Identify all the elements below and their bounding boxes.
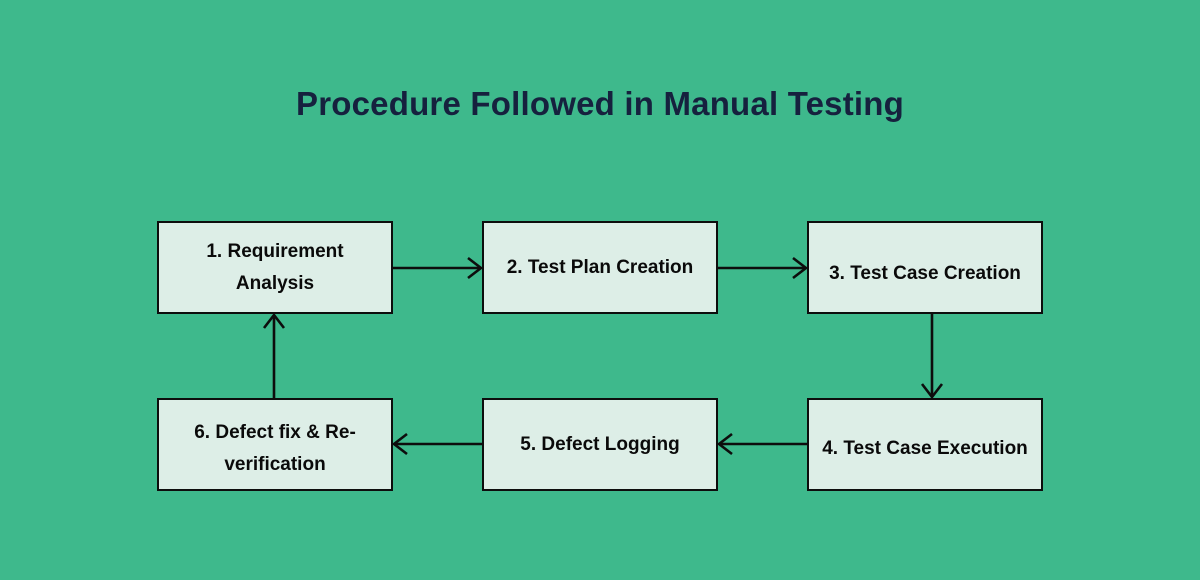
flow-node-label: 4. Test Case Execution (822, 437, 1028, 459)
arrow-test-case-execution-to-defect-logging (716, 431, 807, 457)
arrow-defect-logging-to-defect-fix-reverification (391, 431, 482, 457)
flow-node-label: 3. Test Case Creation (829, 262, 1021, 284)
flow-node-label: 6. Defect fix & Re-verification (194, 421, 356, 475)
arrow-requirement-analysis-to-test-plan-creation (393, 255, 484, 281)
flow-node-label: 5. Defect Logging (520, 433, 680, 455)
flow-node-label: 2. Test Plan Creation (506, 256, 694, 278)
flow-node-test-plan-creation[interactable]: 2. Test Plan Creation (482, 221, 718, 314)
arrow-test-case-creation-to-test-case-execution (919, 314, 945, 400)
flow-node-test-case-execution[interactable]: 4. Test Case Execution (807, 398, 1043, 491)
flow-node-defect-logging[interactable]: 5. Defect Logging (482, 398, 718, 491)
flow-node-label: 1. Requirement Analysis (206, 240, 344, 294)
flow-node-defect-fix-reverification[interactable]: 6. Defect fix & Re-verification (157, 398, 393, 491)
flow-node-test-case-creation[interactable]: 3. Test Case Creation (807, 221, 1043, 314)
arrow-defect-fix-reverification-to-requirement-analysis (261, 312, 287, 398)
arrow-test-plan-creation-to-test-case-creation (718, 255, 809, 281)
page-title: Procedure Followed in Manual Testing (296, 85, 904, 122)
flow-node-requirement-analysis[interactable]: 1. Requirement Analysis (157, 221, 393, 314)
